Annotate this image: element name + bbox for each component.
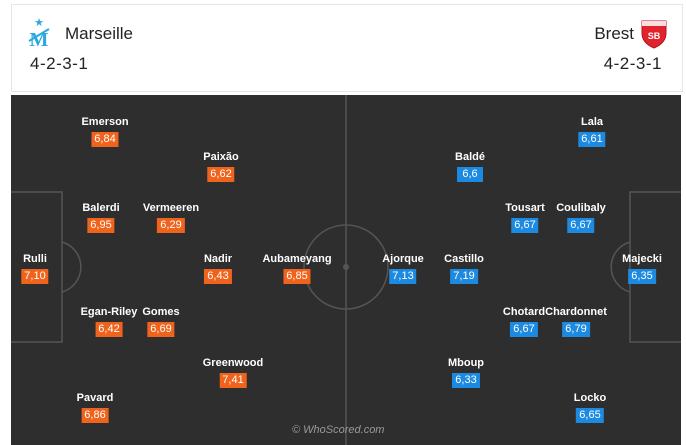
player-majecki[interactable]: Majecki 6,35 <box>622 253 662 284</box>
player-name: Chotard <box>502 306 546 318</box>
player-ajorque[interactable]: Ajorque 7,13 <box>382 253 424 284</box>
player-emerson[interactable]: Emerson 6,84 <box>81 116 129 147</box>
player-name: Pavard <box>76 392 114 404</box>
player-rating: 6,6 <box>457 167 483 182</box>
player-tousart[interactable]: Tousart 6,67 <box>505 202 545 233</box>
home-team-name: Marseille <box>65 24 134 43</box>
player-name: Vermeeren <box>142 202 200 214</box>
match-header: ★ M Marseille 4-2-3-1 Brest SB 4-2-3-1 <box>11 4 683 92</box>
player-name: Gomes <box>142 306 180 318</box>
player-rating: 6,95 <box>87 218 115 233</box>
player-chotard[interactable]: Chotard 6,67 <box>503 306 545 337</box>
player-name: Nadir <box>203 253 233 265</box>
player-name: Aubameyang <box>262 253 332 265</box>
svg-text:M: M <box>30 29 49 49</box>
player-balerdi[interactable]: Balerdi 6,95 <box>82 202 120 233</box>
pitch: Rulli 7,10 Emerson 6,84 Balerdi 6,95 Ega… <box>11 95 681 445</box>
player-name: Lala <box>580 116 604 128</box>
player-name: Tousart <box>505 202 545 214</box>
player-rating: 6,43 <box>204 269 232 284</box>
player-pavard[interactable]: Pavard 6,86 <box>76 392 114 423</box>
player-chardonnet[interactable]: Chardonnet 6,79 <box>545 306 607 337</box>
home-formation: 4-2-3-1 <box>30 54 89 73</box>
away-team-name: Brest <box>594 24 634 43</box>
player-rating: 6,61 <box>578 132 606 147</box>
player-rating: 6,42 <box>95 322 123 337</box>
player-rating: 6,84 <box>91 132 119 147</box>
player-balde[interactable]: Baldé 6,6 <box>455 151 485 182</box>
player-mboup[interactable]: Mboup 6,33 <box>448 357 484 388</box>
pitch-markings <box>11 95 681 445</box>
player-name: Chardonnet <box>545 306 607 318</box>
player-rating: 7,13 <box>389 269 417 284</box>
player-rating: 7,10 <box>21 269 49 284</box>
player-aubameyang[interactable]: Aubameyang 6,85 <box>262 253 332 284</box>
player-egan-riley[interactable]: Egan-Riley 6,42 <box>80 306 138 337</box>
player-gomes[interactable]: Gomes 6,69 <box>142 306 180 337</box>
player-name: Castillo <box>444 253 484 265</box>
player-name: Baldé <box>455 151 485 163</box>
player-greenwood[interactable]: Greenwood 7,41 <box>202 357 264 388</box>
player-rating: 7,19 <box>450 269 478 284</box>
player-name: Emerson <box>81 116 129 128</box>
player-name: Majecki <box>622 253 662 265</box>
player-coulibaly[interactable]: Coulibaly 6,67 <box>556 202 606 233</box>
player-paixao[interactable]: Paixão 6,62 <box>203 151 239 182</box>
player-rating: 6,86 <box>81 408 109 423</box>
player-rating: 7,41 <box>219 373 247 388</box>
brest-crest-icon: SB <box>639 17 669 49</box>
player-name: Paixão <box>203 151 239 163</box>
player-rating: 6,62 <box>207 167 235 182</box>
player-lala[interactable]: Lala 6,61 <box>578 116 606 147</box>
player-castillo[interactable]: Castillo 7,19 <box>444 253 484 284</box>
player-rating: 6,65 <box>576 408 604 423</box>
player-name: Balerdi <box>82 202 120 214</box>
player-name: Locko <box>573 392 607 404</box>
player-name: Egan-Riley <box>80 306 138 318</box>
whoscored-watermark: © WhoScored.com <box>292 424 385 436</box>
svg-text:★: ★ <box>34 16 44 29</box>
player-rating: 6,79 <box>562 322 590 337</box>
player-rating: 6,69 <box>147 322 175 337</box>
player-rulli[interactable]: Rulli 7,10 <box>21 253 49 284</box>
player-rating: 6,67 <box>567 218 595 233</box>
player-rating: 6,67 <box>510 322 538 337</box>
player-rating: 6,33 <box>452 373 480 388</box>
player-rating: 6,29 <box>157 218 185 233</box>
player-rating: 6,85 <box>283 269 311 284</box>
player-name: Rulli <box>23 253 47 265</box>
player-nadir[interactable]: Nadir 6,43 <box>204 253 232 284</box>
player-vermeeren[interactable]: Vermeeren 6,29 <box>143 202 199 233</box>
player-name: Ajorque <box>382 253 424 265</box>
away-formation: 4-2-3-1 <box>603 54 662 73</box>
player-name: Greenwood <box>202 357 264 369</box>
player-name: Coulibaly <box>556 202 606 214</box>
player-rating: 6,35 <box>628 269 656 284</box>
player-rating: 6,67 <box>511 218 539 233</box>
player-locko[interactable]: Locko 6,65 <box>574 392 606 423</box>
player-name: Mboup <box>447 357 485 369</box>
svg-text:SB: SB <box>648 31 661 41</box>
marseille-crest-icon: ★ M <box>26 15 52 51</box>
